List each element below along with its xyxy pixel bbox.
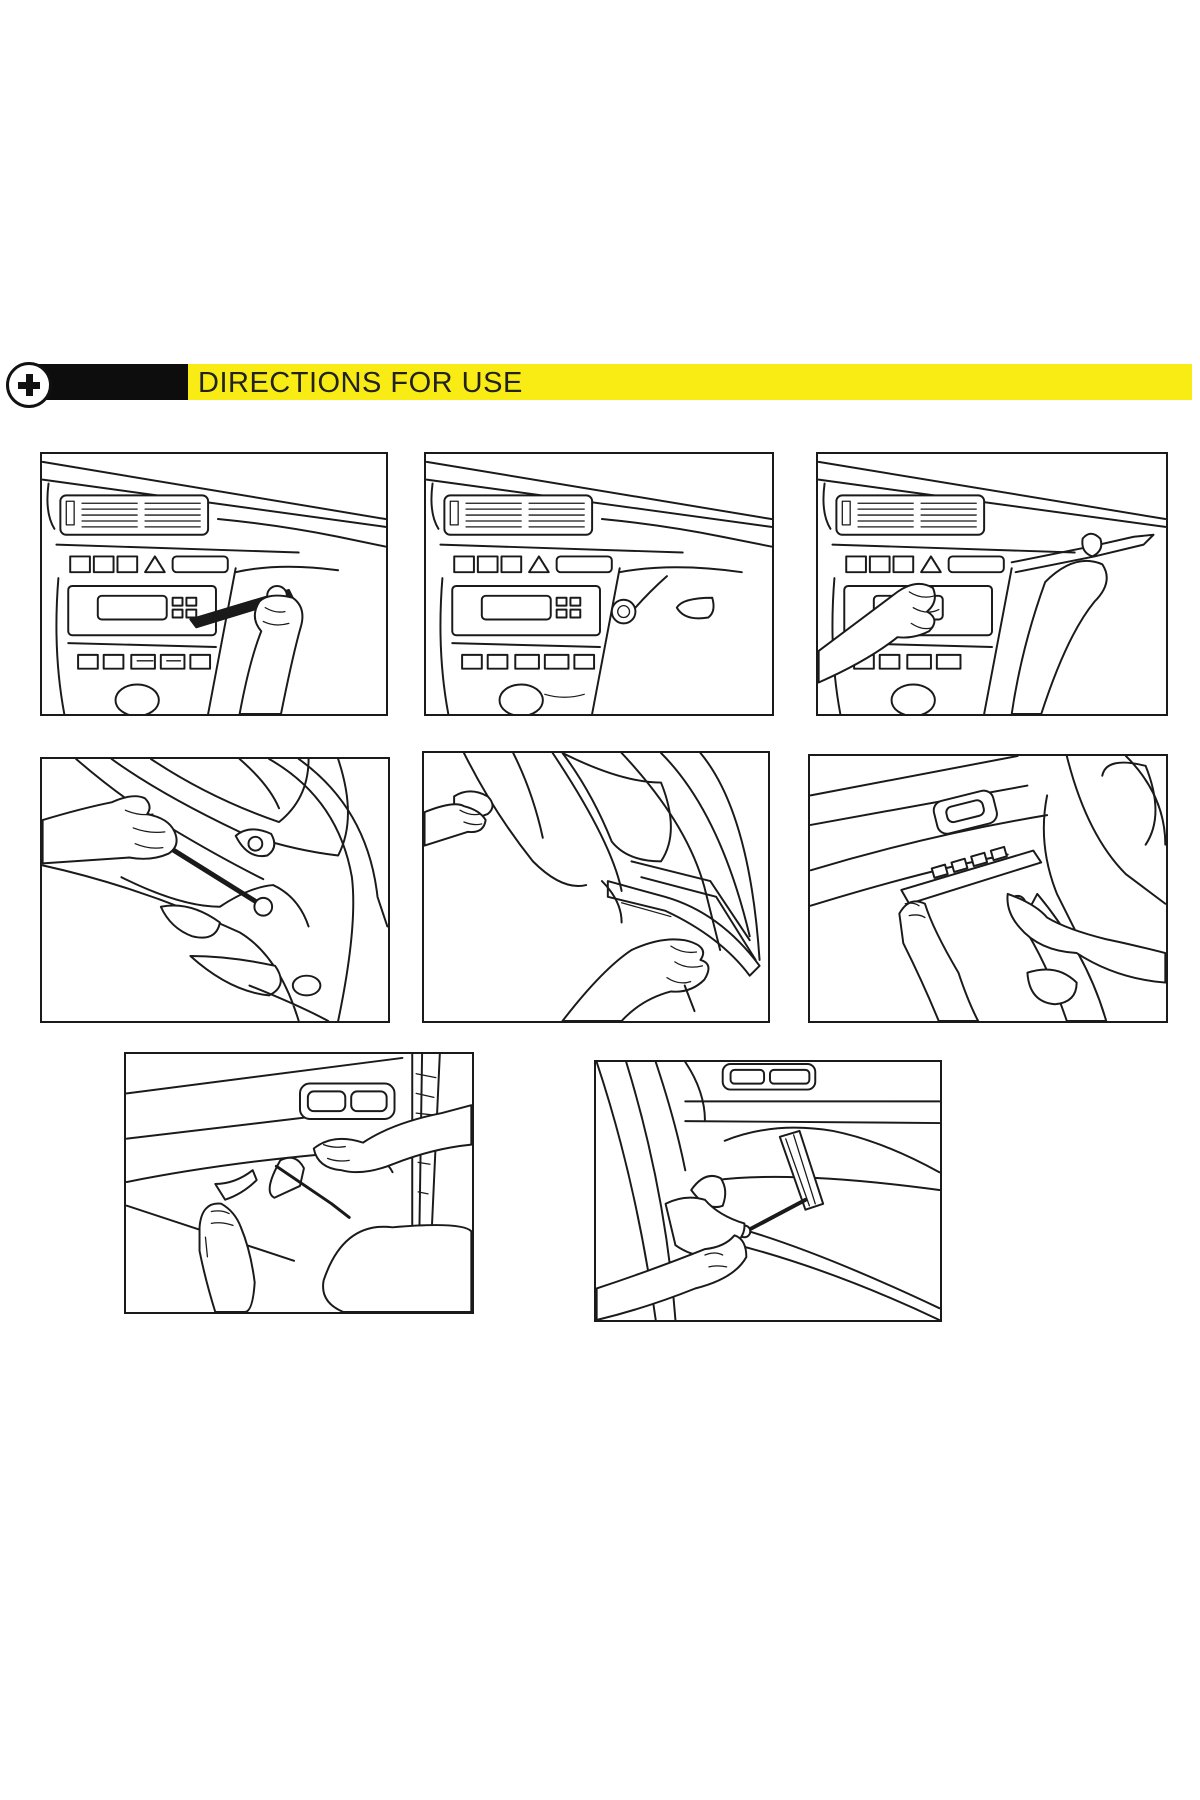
directions-header: DIRECTIONS FOR USE	[6, 360, 1192, 410]
header-yellow-bar: DIRECTIONS FOR USE	[188, 364, 1192, 400]
step-3-panel	[816, 452, 1168, 716]
door-handle-panel-illustration	[126, 1054, 472, 1312]
door-switch-panel-illustration	[810, 756, 1166, 1021]
door-seal-pry-illustration	[424, 753, 761, 1021]
step-6-panel	[808, 754, 1168, 1023]
dashboard-trim-tool-illustration	[426, 460, 772, 714]
step-8-panel	[594, 1060, 942, 1322]
step-1-panel	[40, 452, 388, 716]
header-title: DIRECTIONS FOR USE	[198, 367, 523, 399]
plus-icon	[6, 362, 52, 408]
dashboard-dual-hand-removal-illustration	[818, 460, 1166, 714]
dashboard-radio-pry-illustration	[42, 460, 386, 714]
header-black-block	[36, 364, 188, 400]
step-5-panel	[422, 751, 770, 1023]
door-armrest-pry-illustration	[596, 1062, 940, 1320]
step-7-panel	[124, 1052, 474, 1314]
door-trim-pry-illustration	[42, 759, 388, 1021]
step-4-panel	[40, 757, 390, 1023]
step-2-panel	[424, 452, 774, 716]
